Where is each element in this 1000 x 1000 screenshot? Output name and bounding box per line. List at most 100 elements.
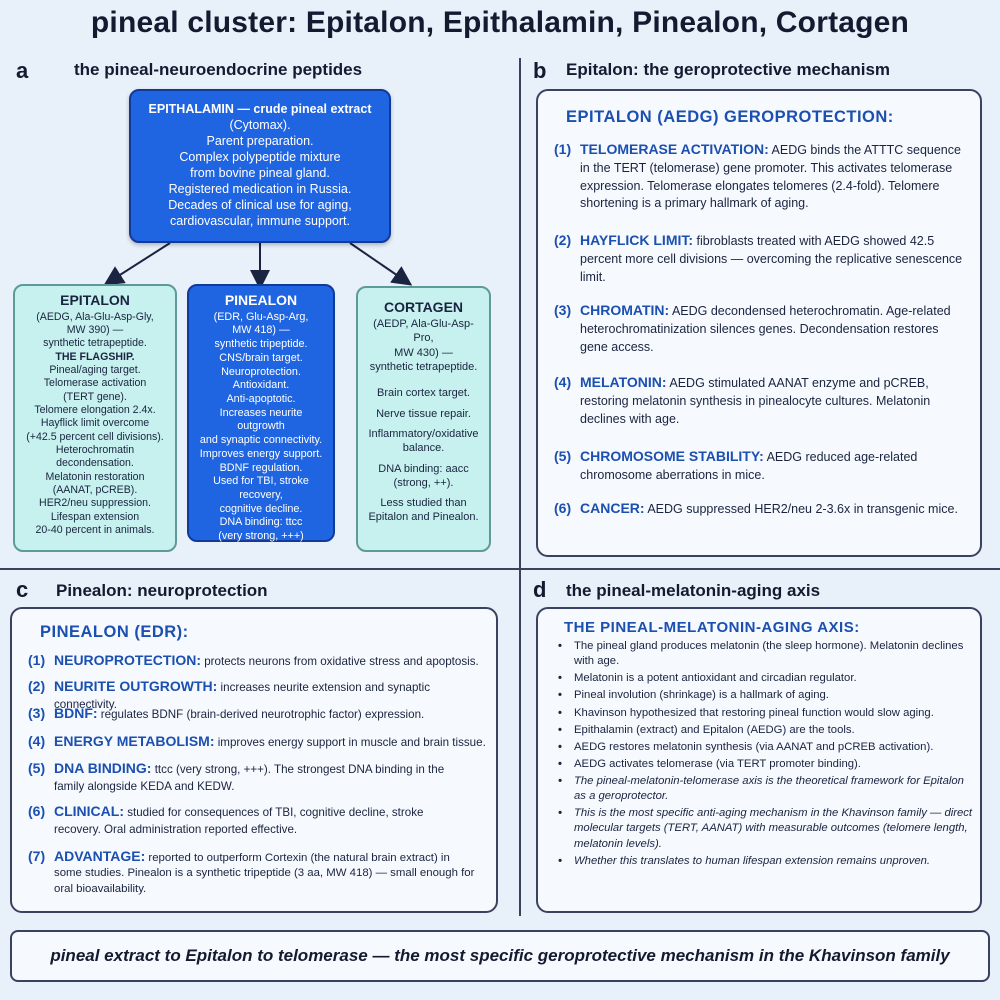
panel-d-letter: d — [533, 577, 547, 602]
axis-bullet: Pineal involution (shrinkage) is a hallm… — [558, 688, 976, 703]
epitalon-line: HER2/neu suppression. — [39, 497, 151, 510]
axis-bullet: This is the most specific anti-aging mec… — [558, 806, 976, 851]
cortagen-name: CORTAGEN — [383, 299, 464, 315]
pinealon-line: Antioxidant. — [232, 379, 290, 392]
epitalon-line: Telomerase activation — [43, 377, 147, 390]
neuro-item: (3) BDNF: regulates BDNF (brain-derived … — [28, 705, 425, 721]
axis-bullet-list: The pineal gland produces melatonin (the… — [558, 639, 976, 871]
panel-a-title: the pineal-neuroendocrine peptides — [74, 60, 363, 79]
mechanism-item: (3) CHROMATIN: AEDG decondensed heteroch… — [554, 302, 951, 354]
axis-bullet: AEDG activates telomerase (via TERT prom… — [558, 757, 976, 772]
epithalamin-line: (Cytomax). — [229, 118, 291, 132]
pinealon-line: Used for TBI, stroke recovery, — [213, 475, 309, 501]
neuro-item: (6) CLINICAL: studied for consequences o… — [28, 803, 424, 836]
epithalamin-line: Parent preparation. — [206, 134, 314, 148]
panel-d-title: the pineal-melatonin-aging axis — [566, 581, 821, 600]
axis-bullet: The pineal gland produces melatonin (the… — [558, 639, 976, 669]
pinealon-node: PINEALON (EDR, Glu-Asp-Arg, MW 418) — sy… — [187, 284, 335, 542]
epitalon-line: (AANAT, pCREB). — [52, 484, 138, 497]
pinealon-neuroprotection-box: PINEALON (EDR): (1) NEUROPROTECTION: pro… — [10, 607, 498, 913]
mechanism-item: (6) CANCER: AEDG suppressed HER2/neu 2-3… — [554, 500, 958, 516]
cortagen-line: Less studied than Epitalon and Pinealon. — [368, 497, 479, 524]
panel-c-title: Pinealon: neuroprotection — [56, 581, 268, 600]
pinealon-line: BDNF regulation. — [219, 461, 303, 474]
horizontal-divider — [0, 568, 1000, 570]
axis-bullet: AEDG restores melatonin synthesis (via A… — [558, 740, 976, 755]
axis-bullet: Khavinson hypothesized that restoring pi… — [558, 706, 976, 721]
epitalon-line: Melatonin restoration — [45, 470, 145, 483]
pinealon-line: (very strong, +++) — [218, 530, 304, 543]
epitalon-name: EPITALON — [60, 292, 130, 308]
mechanism-item: (5) CHROMOSOME STABILITY: AEDG reduced a… — [554, 448, 918, 482]
axis-bullet: Whether this translates to human lifespa… — [558, 854, 976, 869]
epitalon-mechanism-box: EPITALON (AEDG) GEROPROTECTION: (1) TELO… — [536, 89, 982, 557]
mechanism-item: (2) HAYFLICK LIMIT: fibroblasts treated … — [554, 232, 963, 284]
epithalamin-line: cardiovascular, immune support. — [170, 214, 350, 228]
neuro-item: (1) NEUROPROTECTION: protects neurons fr… — [28, 652, 479, 668]
axis-bullet: The pineal-melatonin-telomerase axis is … — [558, 774, 976, 804]
pinealon-line: Improves energy support. — [199, 447, 323, 460]
axis-bullet: Melatonin is a potent antioxidant and ci… — [558, 671, 976, 686]
panel-b-letter: b — [533, 58, 547, 83]
pinealon-line: Neuroprotection. — [221, 365, 301, 378]
epithalamin-line: Registered medication in Russia. — [168, 182, 352, 196]
epithalamin-line: Decades of clinical use for aging, — [168, 198, 352, 212]
footer-summary: pineal extract to Epitalon to telomerase… — [10, 930, 990, 982]
epitalon-line: Hayflick limit overcome — [40, 417, 150, 430]
cortagen-line: DNA binding: aacc (strong, ++). — [378, 462, 469, 489]
epitalon-node: EPITALON (AEDG, Ala-Glu-Asp-Gly, MW 390)… — [13, 284, 177, 552]
arrow-to-cortagen — [349, 242, 413, 286]
panel-a-letter: a — [16, 58, 29, 83]
epitalon-line: (TERT gene). — [63, 390, 127, 403]
pinealon-name: PINEALON — [224, 292, 298, 308]
cortagen-spec: synthetic tetrapeptide. — [369, 361, 478, 374]
pinealon-line: Increases neurite outgrowth — [219, 406, 303, 433]
vertical-divider — [519, 58, 521, 916]
pinealon-line: CNS/brain target. — [219, 351, 303, 364]
cortagen-spec: (AEDP, Ala-Glu-Asp-Pro, — [373, 318, 474, 345]
epitalon-line: Pineal/aging target. — [49, 364, 141, 376]
hierarchy-arrows — [103, 242, 413, 290]
cortagen-spec: MW 430) — — [394, 346, 453, 359]
cortagen-line: Inflammatory/oxidative balance. — [368, 427, 479, 455]
epitalon-line: decondensation. — [56, 457, 134, 470]
panel-d-heading: THE PINEAL-MELATONIN-AGING AXIS: — [564, 619, 860, 636]
pinealon-line: cognitive decline. — [219, 502, 303, 515]
pinealon-line: (EDR, Glu-Asp-Arg, — [213, 310, 309, 323]
epitalon-spec: (AEDG, Ala-Glu-Asp-Gly, — [36, 310, 154, 323]
mechanism-item: (1) TELOMERASE ACTIVATION: AEDG binds th… — [554, 141, 961, 211]
epitalon-spec: MW 390) — — [66, 323, 124, 336]
pinealon-line: Anti-apoptotic. — [226, 392, 296, 405]
epitalon-line: (+42.5 percent cell divisions). — [26, 430, 164, 443]
mechanism-item: (4) MELATONIN: AEDG stimulated AANAT enz… — [554, 374, 931, 426]
neuro-item: (5) DNA BINDING: ttcc (very strong, +++)… — [28, 760, 445, 793]
epithalamin-line: Complex polypeptide mixture — [179, 150, 341, 164]
cortagen-node: CORTAGEN (AEDP, Ala-Glu-Asp-Pro, MW 430)… — [356, 286, 491, 552]
epitalon-line: 20-40 percent in animals. — [35, 524, 155, 537]
epithalamin-lead: EPITHALAMIN — crude pineal extract — [148, 102, 372, 116]
cortagen-line: Brain cortex target. — [377, 387, 470, 400]
neuro-item: (4) ENERGY METABOLISM: improves energy s… — [28, 733, 486, 749]
panel-b-title: Epitalon: the geroprotective mechanism — [566, 60, 891, 79]
cortagen-line: Nerve tissue repair. — [376, 407, 471, 420]
epitalon-line: Lifespan extension — [50, 510, 140, 523]
epitalon-flagship: THE FLAGSHIP. — [55, 350, 135, 363]
arrow-to-epitalon — [103, 242, 171, 286]
panel-b-heading: EPITALON (AEDG) GEROPROTECTION: — [566, 108, 894, 126]
pinealon-line: MW 418) — — [232, 324, 290, 337]
axis-bullet: Epithalamin (extract) and Epitalon (AEDG… — [558, 723, 976, 738]
panel-c-heading: PINEALON (EDR): — [40, 623, 189, 641]
panel-c-letter: c — [16, 577, 29, 602]
page-title: pineal cluster: Epitalon, Epithalamin, P… — [90, 6, 910, 39]
epithalamin-node: EPITHALAMIN — crude pineal extract (Cyto… — [129, 89, 391, 243]
epithalamin-line: from bovine pineal gland. — [190, 166, 330, 180]
pinealon-line: and synaptic connectivity. — [199, 434, 323, 447]
pinealon-line: synthetic tripeptide. — [214, 338, 308, 351]
pinealon-line: DNA binding: ttcc — [219, 516, 303, 529]
neuro-item: (7) ADVANTAGE: reported to outperform Co… — [28, 848, 475, 895]
neuro-item: (2) NEURITE OUTGROWTH: increases neurite… — [28, 678, 431, 711]
epitalon-spec: synthetic tetrapeptide. — [43, 337, 147, 350]
epitalon-line: Telomere elongation 2.4x. — [34, 404, 156, 417]
pineal-axis-box: THE PINEAL-MELATONIN-AGING AXIS: The pin… — [536, 607, 982, 913]
epitalon-line: Heterochromatin — [55, 444, 135, 457]
